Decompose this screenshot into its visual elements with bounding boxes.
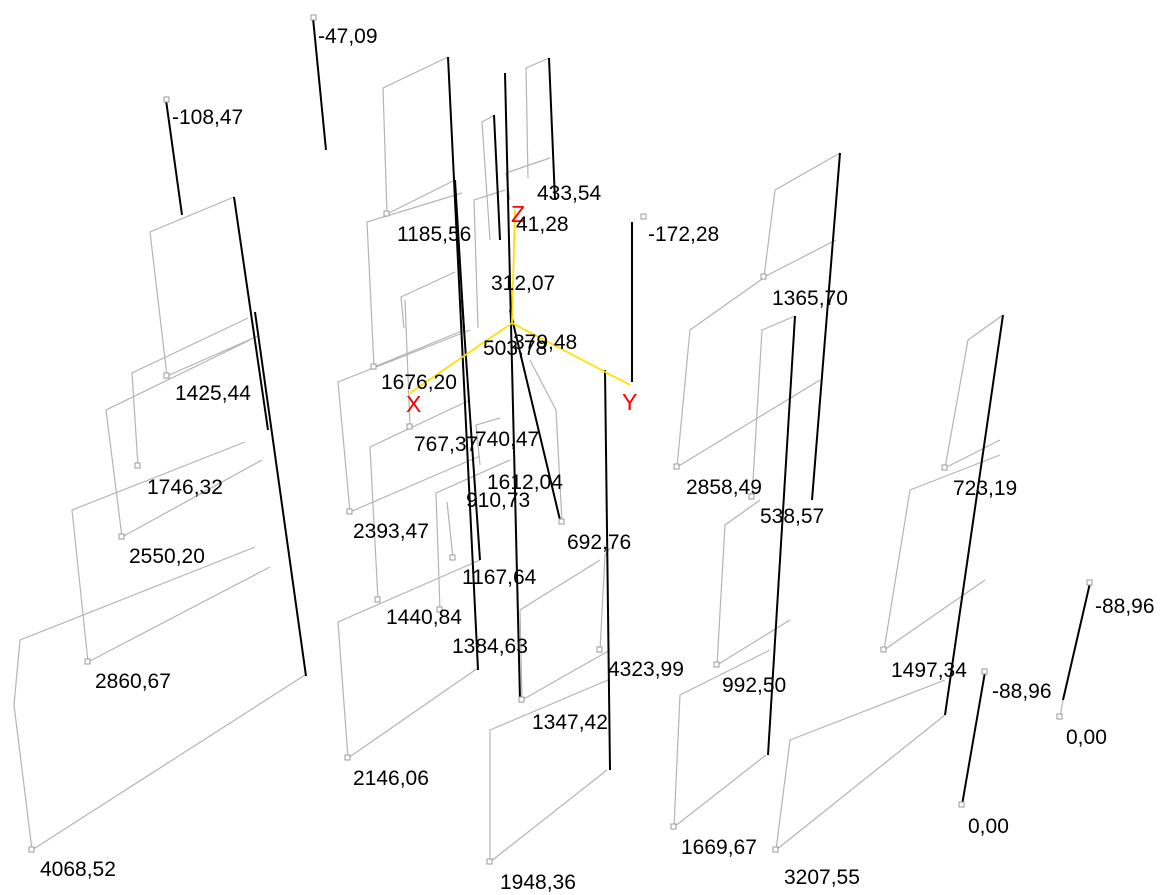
z-axis-line bbox=[511, 209, 516, 324]
node-marker[interactable] bbox=[374, 596, 381, 603]
node-marker[interactable] bbox=[673, 463, 680, 470]
value-label: 723,19 bbox=[953, 477, 1017, 500]
node-marker[interactable] bbox=[670, 823, 677, 830]
nodes bbox=[28, 14, 1093, 865]
node-marker[interactable] bbox=[958, 801, 965, 808]
node-marker[interactable] bbox=[310, 14, 317, 21]
value-label: 0,00 bbox=[968, 815, 1009, 838]
value-label: -88,96 bbox=[992, 680, 1052, 703]
value-label: 312,07 bbox=[491, 272, 555, 295]
value-label: 740,47 bbox=[475, 428, 539, 451]
node-marker[interactable] bbox=[346, 508, 353, 515]
node-marker[interactable] bbox=[941, 464, 948, 471]
value-label: 1384,63 bbox=[452, 635, 528, 658]
value-label: 2550,20 bbox=[129, 545, 205, 568]
value-label: 992,50 bbox=[722, 674, 786, 697]
axis-triad: X Y Z bbox=[406, 201, 637, 417]
node-marker[interactable] bbox=[518, 696, 525, 703]
value-label: 379,48 bbox=[513, 331, 577, 354]
value-label: 1612,04 bbox=[487, 471, 563, 494]
y-axis-label: Y bbox=[622, 389, 637, 415]
node-marker[interactable] bbox=[383, 210, 390, 217]
value-label: 503,78 bbox=[483, 337, 547, 360]
value-label: 1746,32 bbox=[147, 476, 223, 499]
value-label: -88,96 bbox=[1095, 595, 1155, 618]
value-label: -172,28 bbox=[648, 223, 719, 246]
node-marker[interactable] bbox=[640, 213, 647, 220]
value-label: 1185,56 bbox=[397, 223, 471, 246]
value-label: 1365,70 bbox=[772, 287, 848, 310]
value-label: 2860,67 bbox=[95, 670, 171, 693]
node-marker[interactable] bbox=[118, 533, 125, 540]
node-marker[interactable] bbox=[596, 646, 603, 653]
value-label: 1425,44 bbox=[175, 382, 251, 405]
value-label: 1497,34 bbox=[891, 659, 967, 682]
black-members bbox=[165, 17, 1091, 806]
node-marker[interactable] bbox=[558, 518, 565, 525]
node-marker[interactable] bbox=[1086, 579, 1093, 586]
value-label: 692,76 bbox=[567, 531, 631, 554]
value-label: 433,54 bbox=[537, 182, 602, 205]
node-marker[interactable] bbox=[760, 273, 767, 280]
value-label: 1669,67 bbox=[681, 836, 757, 859]
value-label: 910,73 bbox=[466, 489, 530, 512]
value-label: 1167,64 bbox=[462, 566, 537, 589]
value-label: 0,00 bbox=[1066, 726, 1107, 749]
node-marker[interactable] bbox=[163, 372, 170, 379]
value-label: 538,57 bbox=[760, 505, 824, 528]
node-marker[interactable] bbox=[406, 423, 413, 430]
value-label: -47,09 bbox=[318, 25, 378, 48]
x-axis-line bbox=[409, 322, 513, 394]
node-marker[interactable] bbox=[981, 668, 988, 675]
node-marker[interactable] bbox=[1056, 713, 1063, 720]
node-marker[interactable] bbox=[134, 462, 141, 469]
node-marker[interactable] bbox=[772, 846, 779, 853]
frame-members bbox=[13, 56, 1064, 863]
node-marker[interactable] bbox=[748, 493, 755, 500]
value-label: 767,37 bbox=[414, 433, 478, 456]
node-marker[interactable] bbox=[28, 846, 35, 853]
y-axis-line bbox=[511, 322, 631, 386]
value-label: 4323,99 bbox=[608, 658, 684, 681]
value-label: 1440,84 bbox=[386, 606, 462, 629]
node-value-labels: -47,09 -108,47 433,54 1185,56 41,28 -172… bbox=[40, 25, 1155, 894]
value-label: 4068,52 bbox=[40, 858, 116, 881]
node-marker[interactable] bbox=[486, 858, 493, 865]
value-label: 1948,36 bbox=[500, 871, 576, 894]
node-marker[interactable] bbox=[344, 754, 351, 761]
x-axis-label: X bbox=[406, 391, 421, 417]
value-label: 2146,06 bbox=[353, 767, 429, 790]
value-label: 1676,20 bbox=[381, 371, 457, 394]
node-marker[interactable] bbox=[163, 96, 170, 103]
node-marker[interactable] bbox=[449, 554, 456, 561]
z-axis-label: Z bbox=[511, 201, 525, 227]
node-marker[interactable] bbox=[713, 661, 720, 668]
value-label: 2393,47 bbox=[353, 520, 429, 543]
node-marker[interactable] bbox=[436, 606, 443, 613]
node-marker[interactable] bbox=[84, 658, 91, 665]
node-marker[interactable] bbox=[880, 646, 887, 653]
value-label: 1347,42 bbox=[532, 711, 608, 734]
value-label: -108,47 bbox=[172, 106, 243, 129]
value-label: 3207,55 bbox=[784, 866, 860, 889]
value-label: 41,28 bbox=[516, 213, 569, 236]
node-marker[interactable] bbox=[370, 363, 377, 370]
value-label: 2858,49 bbox=[686, 476, 762, 499]
